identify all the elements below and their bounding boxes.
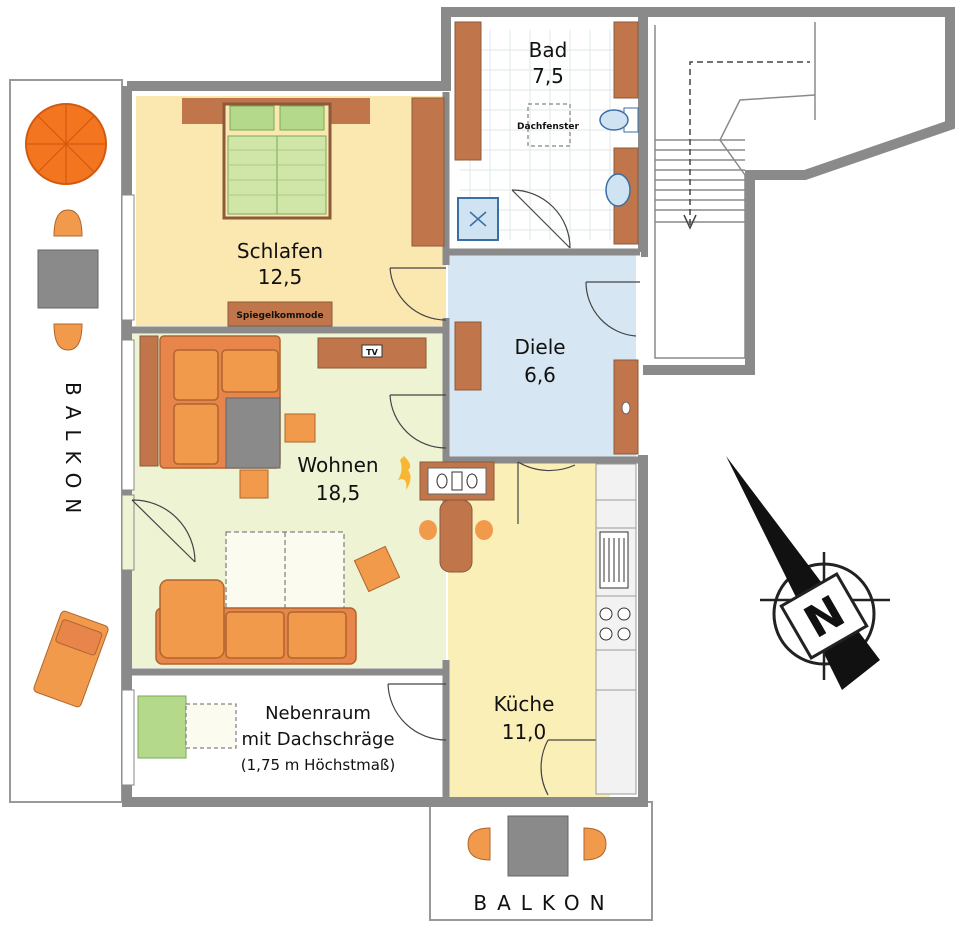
nebenraum-table xyxy=(185,703,237,749)
nebenraum-green-chair xyxy=(137,695,187,759)
balcony-bottom-label: BALKON xyxy=(473,891,614,915)
compass-icon: N xyxy=(726,456,890,690)
room-bad-area: 7,5 xyxy=(532,64,564,88)
balcony-chair-2 xyxy=(53,323,83,351)
cooktop-island xyxy=(419,461,495,501)
room-wohnen-name: Wohnen xyxy=(297,453,378,477)
dachfenster-outline xyxy=(527,103,571,147)
dining-table xyxy=(225,531,345,609)
coffee-table xyxy=(225,397,281,469)
room-bad-name: Bad xyxy=(529,38,568,62)
spiegelkommode xyxy=(227,301,333,327)
bath-cabinet-left xyxy=(454,21,482,161)
balcony-bottom-chair-1 xyxy=(467,827,491,861)
room-schlafen-name: Schlafen xyxy=(237,239,323,263)
bed xyxy=(182,98,370,220)
bath-cabinet-right xyxy=(613,21,639,99)
interior-walls xyxy=(132,92,640,800)
sofa-large xyxy=(155,579,357,665)
dachfenster-label: Dachfenster xyxy=(517,122,579,132)
room-diele-name: Diele xyxy=(514,335,565,359)
sun-lounger-icon xyxy=(33,610,109,708)
armchair-rotated xyxy=(353,545,401,593)
staircase xyxy=(654,22,816,359)
balcony-bottom-chair-2 xyxy=(583,827,607,861)
room-diele-area: 6,6 xyxy=(524,363,556,387)
bar-stool-1 xyxy=(419,520,437,540)
fireplace-icon xyxy=(398,456,411,490)
tv-label: TV xyxy=(366,348,378,357)
room-wohnen-area: 18,5 xyxy=(316,481,361,505)
toilet-icon xyxy=(599,107,639,133)
tv-icon xyxy=(361,344,383,358)
wardrobe-schlafen xyxy=(411,97,445,247)
room-schlafen-area: 12,5 xyxy=(258,265,303,289)
balcony-table-bottom xyxy=(507,815,569,877)
room-kueche-name: Küche xyxy=(494,692,555,716)
spiegelkommode-label: Spiegelkommode xyxy=(236,311,323,321)
room-nebenraum-note: (1,75 m Höchstmaß) xyxy=(241,756,395,774)
armchair-small-1 xyxy=(284,413,316,443)
balcony-table-left xyxy=(37,249,99,309)
armchair-small-2 xyxy=(239,469,269,499)
windows xyxy=(121,194,135,786)
sink-icon xyxy=(605,173,631,207)
balcony-left-label: BALKON xyxy=(61,382,85,523)
shelf-wohnen xyxy=(139,335,159,467)
doors xyxy=(131,189,640,796)
room-kueche-floor xyxy=(448,460,610,798)
room-nebenraum-name-line1: Nebenraum xyxy=(265,703,371,724)
parasol-icon xyxy=(25,103,107,185)
bar-stool-2 xyxy=(475,520,493,540)
diele-mirror-icon xyxy=(621,401,631,415)
room-nebenraum-name-line2: mit Dachschräge xyxy=(241,729,394,750)
balcony-chair-1 xyxy=(53,209,83,237)
bar-counter xyxy=(439,499,473,573)
kitchen-counter xyxy=(595,463,637,795)
diele-wardrobe xyxy=(454,321,482,391)
room-kueche-area: 11,0 xyxy=(502,720,547,744)
shower-icon xyxy=(457,197,499,241)
